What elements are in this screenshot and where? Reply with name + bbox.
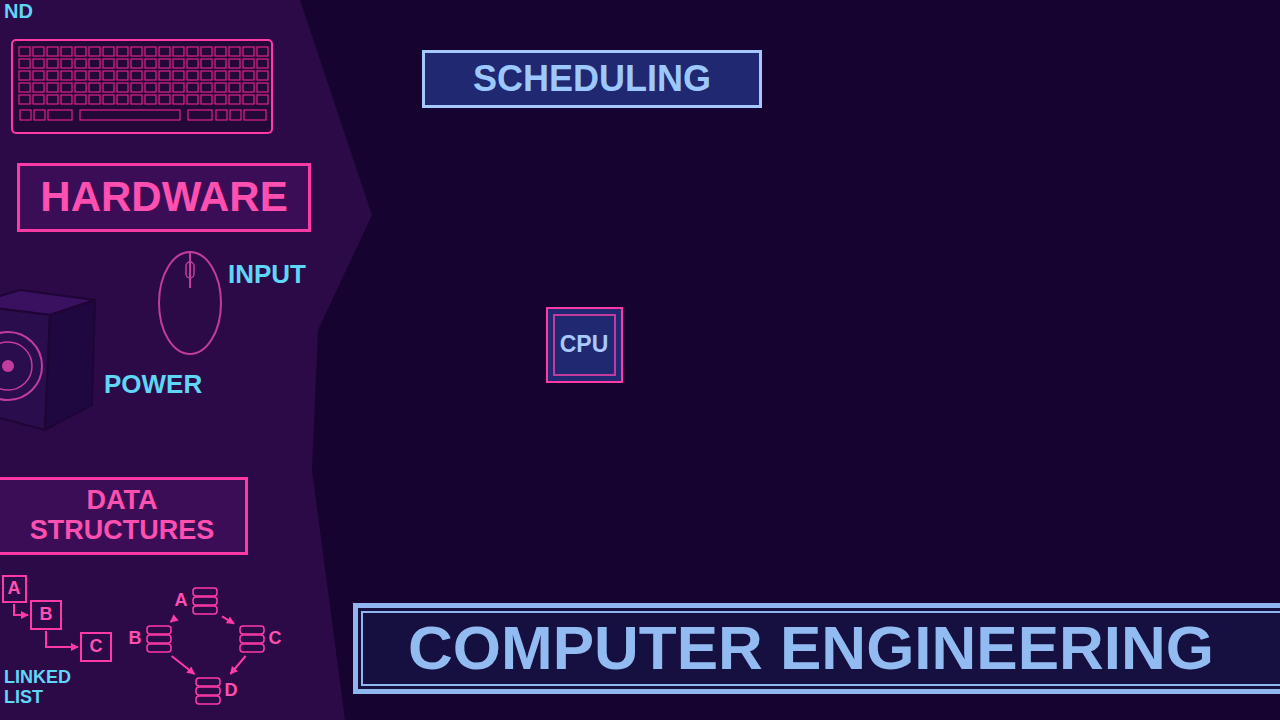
keyboard-key: [34, 110, 45, 120]
keyboard-keys: [18, 46, 270, 106]
tree-node: B: [126, 624, 174, 654]
mouse-button-split: [189, 252, 191, 288]
subject-banner: COMPUTER ENGINEERING: [353, 603, 1280, 694]
database-disk: [240, 626, 264, 634]
database-disk: [193, 597, 217, 605]
cut-heading: ND: [4, 0, 33, 22]
node-text: B: [40, 605, 53, 625]
tree-node: A: [172, 586, 220, 616]
database-icon: [146, 625, 172, 653]
cpu-chip: CPU: [546, 307, 623, 383]
database-disk: [147, 635, 171, 643]
part-label: POWER: [104, 370, 202, 399]
link-arrow: [172, 656, 195, 674]
power-supply-front: [0, 305, 50, 430]
database-disk: [240, 644, 264, 652]
link-arrow: [14, 604, 28, 615]
mouse-drawing: [159, 252, 221, 354]
link-arrow: [171, 618, 176, 622]
keyboard-key: [230, 110, 241, 120]
power-supply-drawing: [0, 290, 95, 430]
list-node: C: [80, 632, 112, 662]
keyboard-spacebar: [80, 110, 180, 120]
keyboard-key: [48, 110, 72, 120]
fan-ring: [0, 342, 32, 390]
topic-box: SCHEDULING: [422, 50, 762, 108]
database-icon: [239, 625, 265, 653]
database-disk: [196, 687, 220, 695]
database-icon: [195, 677, 221, 705]
mouse-body: [159, 252, 221, 354]
link-arrow: [230, 656, 245, 674]
database-disk: [196, 696, 220, 704]
side-panel: [0, 0, 372, 720]
node-text: HARDWARE: [40, 174, 287, 220]
node-text: C: [90, 637, 103, 657]
tree-node: D: [192, 676, 240, 706]
link-arrow: [222, 616, 234, 623]
keyboard-drawing: [12, 40, 272, 133]
database-disk: [193, 588, 217, 596]
node-text: DATA STRUCTURES: [0, 486, 245, 545]
structure-label: LINKED LIST: [4, 668, 88, 708]
database-disk: [147, 626, 171, 634]
tree-node: C: [236, 624, 284, 654]
fan-hub: [2, 360, 14, 372]
node-text: COMPUTER ENGINEERING: [408, 614, 1214, 682]
keyboard-body: [12, 40, 272, 133]
node-text: C: [269, 629, 282, 649]
node-text: A: [175, 591, 188, 611]
database-disk: [193, 606, 217, 614]
keyboard-key: [216, 110, 227, 120]
database-disk: [240, 635, 264, 643]
node-text: B: [129, 629, 142, 649]
fan-ring: [0, 332, 42, 400]
category-box: HARDWARE: [17, 163, 311, 232]
keyboard-key: [188, 110, 212, 120]
keyboard-key: [244, 110, 266, 120]
list-node: B: [30, 600, 62, 630]
node-text: CPU: [560, 332, 609, 357]
list-node: A: [2, 575, 27, 603]
node-text: SCHEDULING: [473, 59, 711, 99]
keyboard-key: [20, 110, 31, 120]
part-label: INPUT: [228, 260, 306, 289]
category-box: DATA STRUCTURES: [0, 477, 248, 555]
database-disk: [147, 644, 171, 652]
database-icon: [192, 587, 218, 615]
node-text: A: [8, 579, 21, 599]
mouse-wheel: [186, 262, 194, 278]
power-supply-side: [45, 300, 95, 430]
database-disk: [196, 678, 220, 686]
node-text: D: [225, 681, 238, 701]
link-arrow: [46, 631, 78, 647]
